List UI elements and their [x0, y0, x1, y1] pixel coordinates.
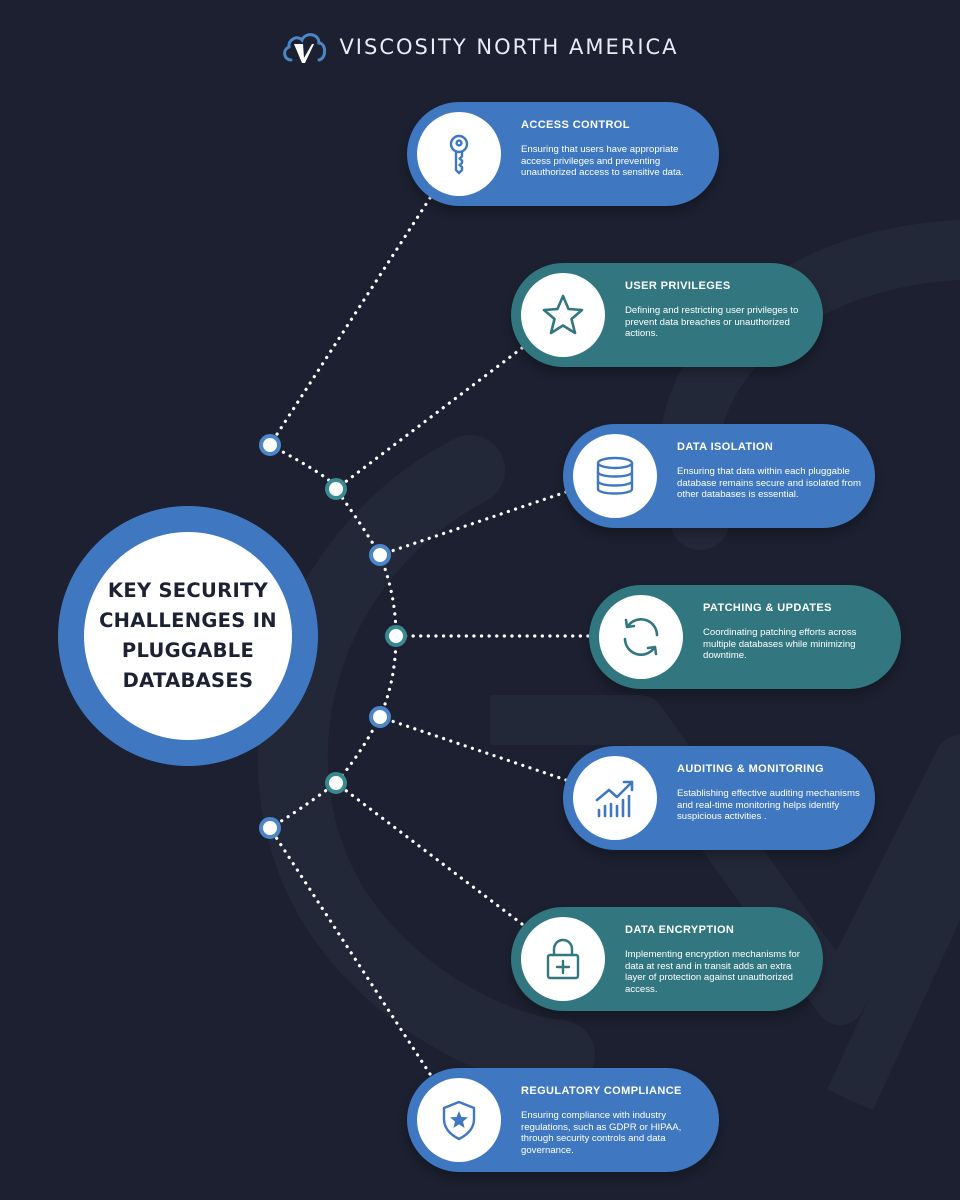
- connector-encryption: [334, 781, 524, 926]
- card-title: REGULATORY COMPLIANCE: [521, 1085, 682, 1097]
- card-auditing-monitoring: AUDITING & MONITORING Establishing effec…: [563, 746, 875, 850]
- icon-circle: [521, 273, 605, 357]
- card-title: USER PRIVILEGES: [625, 280, 731, 292]
- node-patching: [385, 625, 407, 647]
- connector-data-isolation: [378, 490, 568, 557]
- card-description: Ensuring that users have appropriate acc…: [521, 144, 684, 178]
- icon-circle: [599, 595, 683, 679]
- card-title: ACCESS CONTROL: [521, 119, 630, 131]
- card-description: Defining and restricting user privileges…: [625, 305, 799, 339]
- card-user-privileges: USER PRIVILEGES Defining and restricting…: [511, 263, 823, 367]
- card-data-isolation: DATA ISOLATION Ensuring that data within…: [563, 424, 875, 528]
- node-regulatory: [259, 817, 281, 839]
- node-user-privileges: [325, 478, 347, 500]
- key-icon: [449, 134, 469, 175]
- card-title: DATA ENCRYPTION: [625, 924, 735, 936]
- card-access-control: ACCESS CONTROL Ensuring that users have …: [407, 102, 719, 206]
- cloud-v-logo-icon: [283, 33, 327, 63]
- connector-user-privileges: [334, 346, 524, 491]
- refresh-icon: [623, 618, 659, 656]
- icon-circle: [521, 917, 605, 1001]
- connector-access-control: [268, 196, 432, 447]
- card-description: Ensuring compliance with industry regula…: [521, 1110, 682, 1156]
- icon-circle: [417, 1078, 501, 1162]
- node-encryption: [325, 772, 347, 794]
- node-auditing: [369, 706, 391, 728]
- card-title: PATCHING & UPDATES: [703, 602, 832, 614]
- center-title: KEY SECURITY CHALLENGES IN PLUGGABLE DAT…: [99, 579, 277, 692]
- star-icon: [542, 294, 584, 335]
- shield-star-icon: [442, 1100, 476, 1141]
- database-icon: [596, 456, 634, 495]
- icon-circle: [417, 112, 501, 196]
- card-regulatory-compliance: REGULATORY COMPLIANCE Ensuring complianc…: [407, 1068, 719, 1172]
- node-access-control: [259, 434, 281, 456]
- icon-circle: [573, 434, 657, 518]
- center-inner: KEY SECURITY CHALLENGES IN PLUGGABLE DAT…: [84, 532, 292, 740]
- card-description: Implementing encryption mechanisms for d…: [625, 949, 800, 995]
- card-title: DATA ISOLATION: [677, 441, 774, 453]
- node-data-isolation: [369, 544, 391, 566]
- brand-header: VISCOSITY NORTH AMERICA: [0, 28, 960, 66]
- card-description: Coordinating patching efforts across mul…: [703, 627, 857, 661]
- connector-auditing: [378, 715, 568, 782]
- card-description: Ensuring that data within each pluggable…: [677, 466, 861, 500]
- card-patching-updates: PATCHING & UPDATES Coordinating patching…: [589, 585, 901, 689]
- icon-circle: [573, 756, 657, 840]
- card-data-encryption: DATA ENCRYPTION Implementing encryption …: [511, 907, 823, 1011]
- lock-icon: [546, 938, 580, 980]
- card-description: Establishing effective auditing mechanis…: [677, 788, 860, 822]
- center-circle: KEY SECURITY CHALLENGES IN PLUGGABLE DAT…: [58, 506, 318, 766]
- connector-regulatory: [268, 826, 432, 1076]
- card-title: AUDITING & MONITORING: [677, 763, 824, 775]
- chart-growth-icon: [595, 780, 634, 818]
- brand-name: VISCOSITY NORTH AMERICA: [339, 35, 679, 59]
